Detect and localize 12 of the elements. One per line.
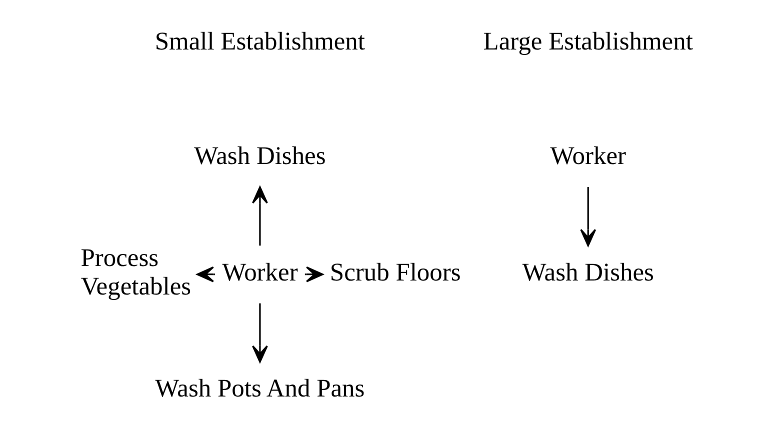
- node-text: Worker: [550, 141, 626, 170]
- arrow: [252, 303, 268, 363]
- node-text: Wash Dishes: [522, 257, 654, 286]
- node-text: Scrub Floors: [329, 257, 460, 286]
- node-text: Worker: [222, 257, 298, 286]
- node-text: Wash Pots And Pans: [154, 374, 364, 403]
- node-text: Wash Dishes: [194, 141, 326, 170]
- label: Small Establishment: [154, 26, 365, 56]
- arrow: [580, 187, 596, 246]
- arrow: [252, 186, 268, 246]
- node-text: Process Vegetables: [80, 243, 191, 301]
- label: Large Establishment: [482, 26, 692, 56]
